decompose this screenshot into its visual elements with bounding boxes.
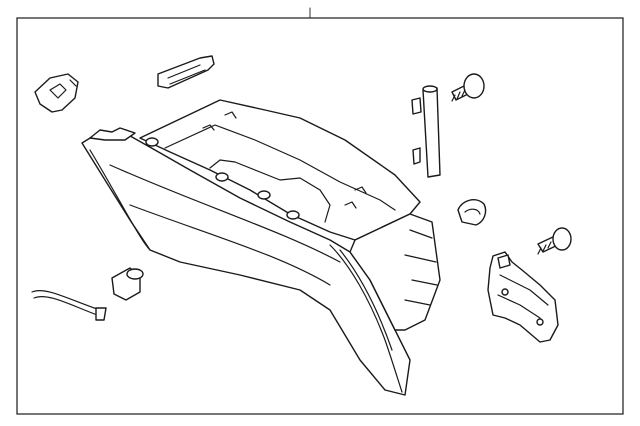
- latch-bolt: [537, 227, 572, 255]
- screw: [451, 73, 485, 102]
- diagram-frame: [16, 17, 624, 415]
- glove-box: [81, 99, 441, 396]
- cable: [31, 290, 107, 321]
- retainer-clip: [34, 73, 79, 113]
- hinge-bracket: [487, 251, 559, 343]
- rubber-stop: [457, 199, 487, 226]
- stop-bracket: [157, 55, 215, 89]
- damper-rod: [411, 85, 441, 178]
- bumper-pad: [111, 267, 144, 301]
